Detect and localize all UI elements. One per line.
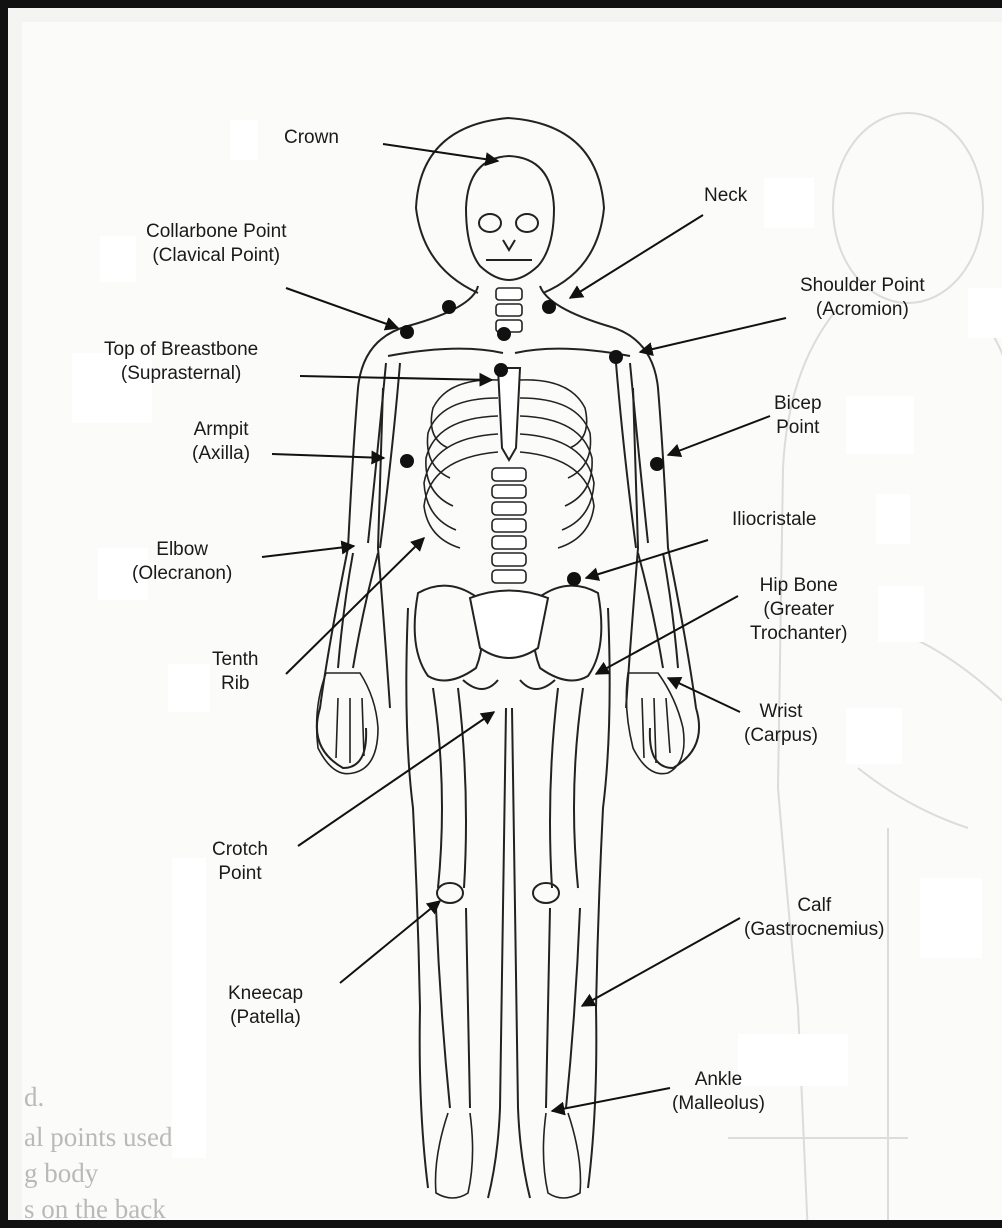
arrow-kneecap: [340, 901, 440, 983]
label-crown: Crown: [284, 126, 339, 150]
whiteout-patch: [168, 664, 210, 712]
whiteout-patch: [846, 708, 902, 764]
dot-armpit: [400, 454, 414, 468]
arrow-elbow: [262, 546, 354, 557]
whiteout-patch: [100, 236, 136, 282]
label-hip: Hip Bone (Greater Trochanter): [750, 574, 848, 646]
label-wrist: Wrist (Carpus): [744, 700, 818, 748]
arrow-hip: [596, 596, 738, 674]
dot-iliocristale: [567, 572, 581, 586]
feet: [436, 1113, 581, 1198]
whiteout-patch: [920, 878, 982, 958]
label-elbow: Elbow (Olecranon): [132, 538, 232, 586]
arrow-shoulder: [640, 318, 786, 352]
pelvis: [415, 586, 602, 689]
arrow-iliocristale: [586, 540, 708, 578]
label-tenth-rib: Tenth Rib: [212, 648, 258, 696]
dot-shoulder: [609, 350, 623, 364]
bleed-through-line: g body: [24, 1158, 98, 1188]
dot-neck: [542, 300, 556, 314]
leg-bones: [433, 688, 583, 1108]
label-crotch: Crotch Point: [212, 838, 268, 886]
bleed-through-line: d.: [24, 1082, 44, 1112]
bleed-through-line: al points used: [24, 1122, 173, 1152]
label-shoulder: Shoulder Point (Acromion): [800, 274, 925, 322]
label-armpit: Armpit (Axilla): [192, 418, 250, 466]
arrow-bicep: [668, 416, 770, 455]
dot-collarbone: [400, 325, 414, 339]
label-breastbone: Top of Breastbone (Suprasternal): [104, 338, 258, 386]
arrow-breastbone: [300, 376, 492, 380]
hair-outline: [416, 118, 604, 293]
arrow-crown: [383, 144, 498, 161]
whiteout-patch: [172, 858, 206, 1158]
whiteout-patch: [968, 288, 1002, 338]
arrow-ankle: [552, 1088, 670, 1111]
clavicles: [388, 349, 630, 460]
label-bicep: Bicep Point: [774, 392, 822, 440]
label-collarbone: Collarbone Point (Clavical Point): [146, 220, 286, 268]
dot-neck-base: [497, 327, 511, 341]
whiteout-patch: [764, 178, 814, 228]
label-ankle: Ankle (Malleolus): [672, 1068, 765, 1116]
whiteout-patch: [876, 494, 910, 544]
hands: [317, 673, 684, 774]
whiteout-patch: [230, 120, 258, 160]
whiteout-patch: [878, 586, 924, 642]
arrow-calf: [582, 918, 740, 1006]
arrow-collarbone: [286, 288, 398, 328]
arrow-armpit: [272, 454, 384, 458]
label-calf: Calf (Gastrocnemius): [744, 894, 884, 942]
skull: [466, 156, 554, 280]
label-iliocristale: Iliocristale: [732, 508, 816, 532]
dot-collarbone-left: [442, 300, 456, 314]
bleed-through-line: s on the back: [24, 1194, 166, 1224]
arrow-wrist: [668, 678, 740, 712]
dot-suprasternal: [494, 363, 508, 377]
arrow-neck: [570, 215, 703, 298]
label-kneecap: Kneecap (Patella): [228, 982, 303, 1030]
dot-bicep: [650, 457, 664, 471]
label-neck: Neck: [704, 184, 747, 208]
skeleton-diagram: [8, 8, 1002, 1228]
whiteout-patch: [846, 396, 914, 454]
